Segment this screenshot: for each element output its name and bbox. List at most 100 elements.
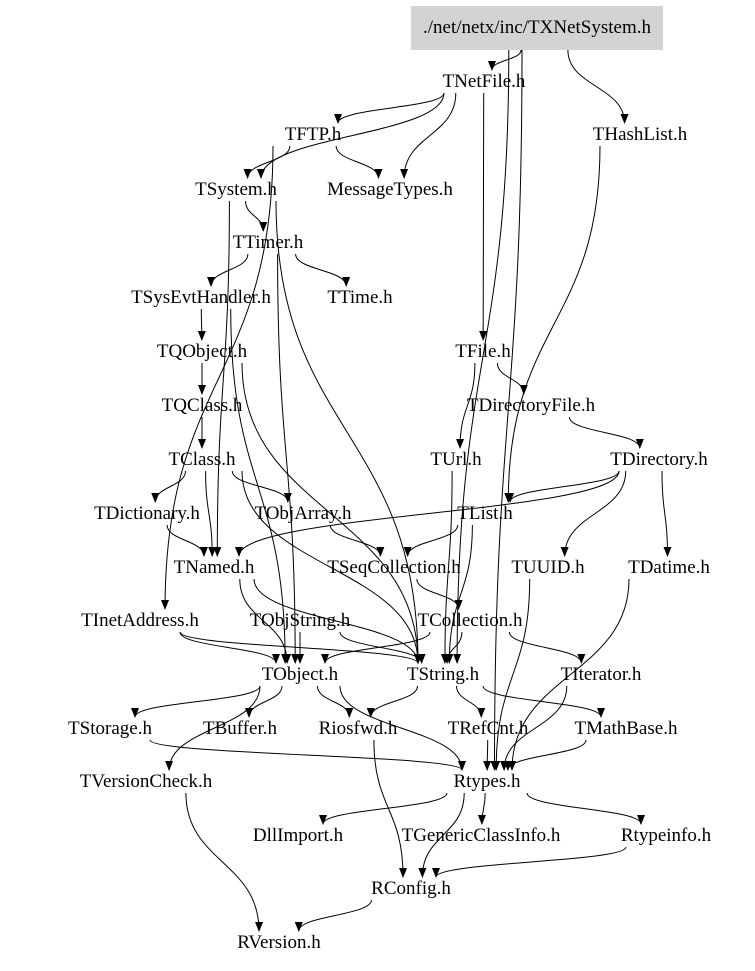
edge-tlist-to-tseqcollection: [403, 524, 459, 557]
edge-tclass-to-tobjarray: [231, 470, 292, 503]
edge-tuuid-to-rtypes: [492, 578, 531, 771]
edge-tfile-to-tdirectoryfile: [496, 362, 528, 395]
edge-tobject-to-tstorage: [131, 685, 261, 718]
edge-tcollection-to-tstring: [443, 631, 463, 664]
node-riosfwd[interactable]: Riosfwd.h: [318, 718, 398, 739]
node-dllimport[interactable]: DllImport.h: [252, 825, 344, 846]
edge-tsystem-to-tstring: [275, 200, 422, 664]
edge-tsysevthandler-to-tqobject: [197, 308, 206, 341]
edge-tobject-to-tbuffer: [245, 685, 283, 718]
edge-tversioncheck-to-rversion: [185, 792, 264, 932]
node-tfile[interactable]: TFile.h: [455, 341, 511, 362]
edge-tdirectory-to-tdatime: [661, 470, 672, 557]
node-thashlist[interactable]: THashList.h: [592, 124, 688, 145]
edge-tsystem-to-tnamed: [213, 200, 230, 557]
edge-tclass-to-tdictionary: [151, 470, 186, 503]
edge-txnetsystem-to-thashlist: [567, 49, 629, 124]
node-ttime[interactable]: TTime.h: [327, 287, 393, 308]
edge-ttimer-to-ttime: [295, 253, 351, 287]
node-tseqcollection[interactable]: TSeqCollection.h: [327, 557, 461, 578]
edge-tclass-to-tstring: [241, 470, 422, 664]
edge-rtypes-to-rtypeinfo: [526, 792, 645, 825]
edge-tseqcollection-to-tcollection: [416, 578, 463, 610]
node-txnetsystem[interactable]: ./net/netx/inc/TXNetSystem.h: [411, 6, 663, 50]
node-tstring[interactable]: TString.h: [406, 664, 480, 685]
edge-tlist-to-tstring: [445, 524, 473, 664]
edge-tinetaddress-to-tobject: [179, 631, 280, 664]
edge-tdictionary-to-tnamed: [166, 524, 208, 557]
node-rconfig[interactable]: RConfig.h: [371, 878, 451, 899]
edge-tcollection-to-titerator: [508, 631, 586, 664]
edge-tnamed-to-tobject: [239, 578, 292, 664]
node-tftp[interactable]: TFTP.h: [284, 124, 342, 145]
node-titerator[interactable]: TIterator.h: [560, 664, 642, 685]
node-tlist[interactable]: TList.h: [457, 503, 513, 524]
node-tqclass[interactable]: TQClass.h: [161, 395, 243, 416]
edge-thashlist-to-tlist: [504, 145, 601, 503]
edge-tfile-to-turl: [456, 362, 476, 449]
edge-tdirectory-to-tlist: [506, 470, 620, 503]
edge-rtypes-to-tgenericclassinfo: [477, 792, 486, 825]
node-tbuffer[interactable]: TBuffer.h: [202, 718, 278, 739]
edge-tmathbase-to-rtypes: [503, 739, 587, 771]
node-turl[interactable]: TUrl.h: [430, 449, 482, 470]
node-tclass[interactable]: TClass.h: [168, 449, 236, 470]
edge-txnetsystem-to-rtypes: [490, 49, 523, 771]
edge-titerator-to-rtypes: [500, 685, 568, 771]
node-tversioncheck[interactable]: TVersionCheck.h: [79, 771, 213, 792]
edge-tqobject-to-tstring: [241, 362, 422, 664]
node-rtypes[interactable]: Rtypes.h: [453, 771, 521, 792]
edge-txnetsystem-to-tnetfile: [487, 49, 522, 71]
node-tqobject[interactable]: TQObject.h: [156, 341, 248, 362]
node-tobjstring[interactable]: TObjString.h: [249, 610, 351, 631]
node-tcollection[interactable]: TCollection.h: [417, 610, 523, 631]
node-tgenericclassinfo[interactable]: TGenericClassInfo.h: [401, 825, 561, 846]
node-ttimer[interactable]: TTimer.h: [232, 232, 304, 253]
node-tobject[interactable]: TObject.h: [261, 664, 339, 685]
edge-ttimer-to-tsysevthandler: [207, 253, 249, 287]
edge-trefcnt-to-rtypes: [483, 739, 492, 771]
edge-tnetfile-to-tsystem: [257, 92, 445, 179]
edge-tdirectory-to-tuuid: [560, 470, 627, 557]
node-tstorage[interactable]: TStorage.h: [68, 718, 152, 739]
node-rversion[interactable]: RVersion.h: [237, 932, 321, 953]
node-tnamed[interactable]: TNamed.h: [173, 557, 255, 578]
edge-tnetfile-to-tftp: [334, 92, 445, 124]
node-tsysevthandler[interactable]: TSysEvtHandler.h: [131, 287, 271, 308]
edge-ttimer-to-tobject: [277, 253, 300, 664]
edge-tstring-to-riosfwd: [366, 685, 418, 718]
edge-tclass-to-tnamed: [205, 470, 217, 557]
edge-tstorage-to-rtypes: [149, 739, 466, 771]
node-tdictionary[interactable]: TDictionary.h: [94, 503, 200, 524]
edge-tftp-to-messagetypes: [335, 145, 383, 179]
node-rtypeinfo[interactable]: Rtypeinfo.h: [620, 825, 712, 846]
edge-tobject-to-riosfwd: [316, 685, 354, 718]
edge-tnamed-to-tstring: [253, 578, 422, 664]
node-tuuid[interactable]: TUUID.h: [511, 557, 585, 578]
edge-tstring-to-tmathbase: [482, 685, 605, 718]
edge-tinetaddress-to-tstring: [179, 631, 422, 664]
node-messagetypes[interactable]: MessageTypes.h: [327, 179, 453, 200]
node-tinetaddress[interactable]: TInetAddress.h: [81, 610, 199, 631]
edge-rtypes-to-rconfig: [418, 792, 465, 878]
node-tmathbase[interactable]: TMathBase.h: [574, 718, 678, 739]
node-tdirectory[interactable]: TDirectory.h: [610, 449, 708, 470]
edge-tftp-to-tsystem: [243, 145, 291, 179]
edge-rconfig-to-rversion: [294, 899, 372, 932]
edge-txnetsystem-to-tstring: [453, 49, 510, 664]
node-trefcnt[interactable]: TRefCnt.h: [447, 718, 529, 739]
node-tdirectoryfile[interactable]: TDirectoryFile.h: [466, 395, 596, 416]
edge-rtypes-to-dllimport: [319, 792, 448, 825]
node-tnetfile[interactable]: TNetFile.h: [442, 71, 526, 92]
node-tobjarray[interactable]: TObjArray.h: [254, 503, 352, 524]
node-tsystem[interactable]: TSystem.h: [195, 179, 277, 200]
node-tdatime[interactable]: TDatime.h: [628, 557, 710, 578]
edge-tnetfile-to-messagetypes: [400, 92, 457, 179]
edge-tftp-to-tinetaddress: [161, 145, 274, 610]
edge-tdirectory-to-tnamed: [235, 470, 620, 557]
edge-tobjarray-to-tseqcollection: [329, 524, 385, 557]
edge-turl-to-tstring: [440, 470, 453, 664]
edge-riosfwd-to-rconfig: [373, 739, 408, 878]
